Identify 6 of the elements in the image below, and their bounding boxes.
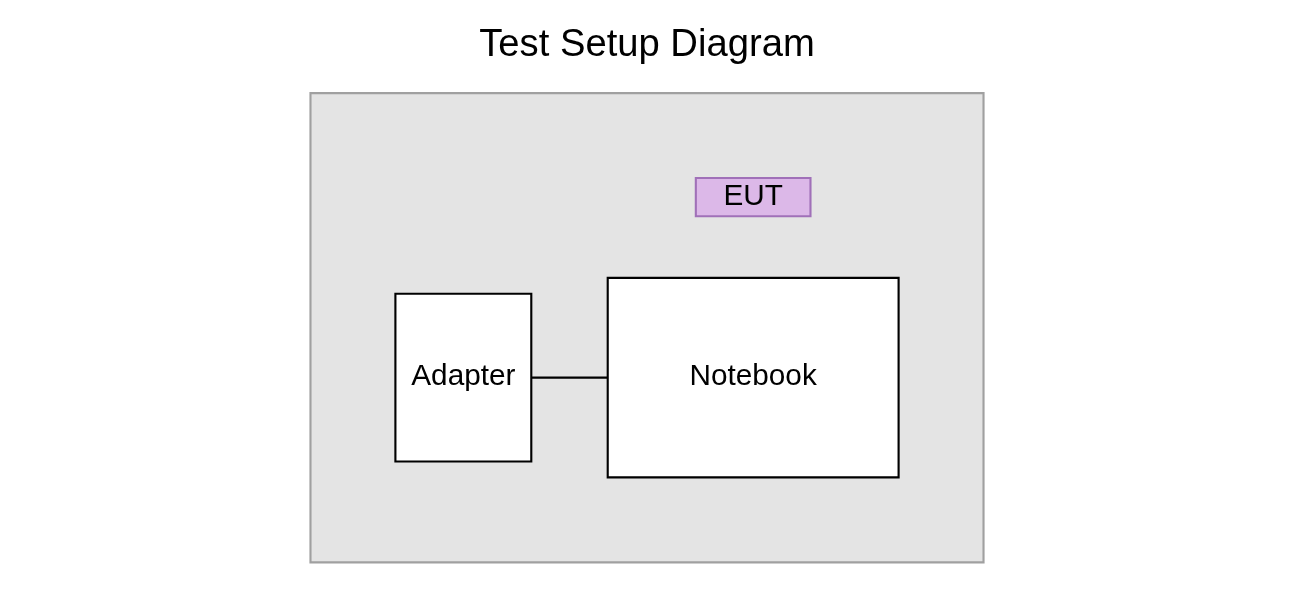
node-box: Notebook	[606, 276, 900, 479]
connector	[531, 376, 608, 379]
diagram-title: Test Setup Diagram	[479, 20, 815, 64]
cluster	[309, 92, 985, 564]
node-label: EUT	[723, 178, 783, 212]
node-box: Adapter	[394, 292, 533, 463]
